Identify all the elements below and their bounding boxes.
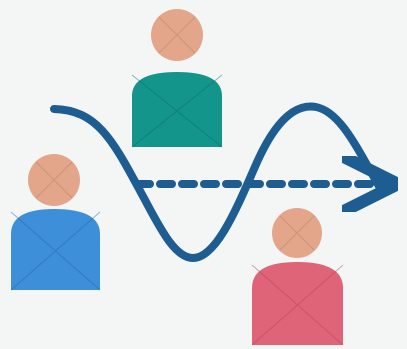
person-left — [10, 154, 101, 291]
person-top-head-x — [158, 16, 196, 54]
sine-wave-arrow-icon — [50, 102, 384, 262]
person-left-body-x — [10, 211, 101, 291]
person-bottom-right-head-x — [279, 215, 315, 251]
person-left-head-x — [35, 161, 73, 199]
person-bottom-right-body — [252, 262, 343, 345]
person-bottom-right-body-x — [251, 264, 344, 346]
person-left-body — [11, 209, 100, 290]
person-bottom-right — [251, 208, 344, 346]
sine-wave-path — [50, 102, 384, 262]
person-top-body — [132, 72, 222, 147]
person-top-body-x — [131, 74, 223, 148]
person-top — [131, 9, 223, 148]
